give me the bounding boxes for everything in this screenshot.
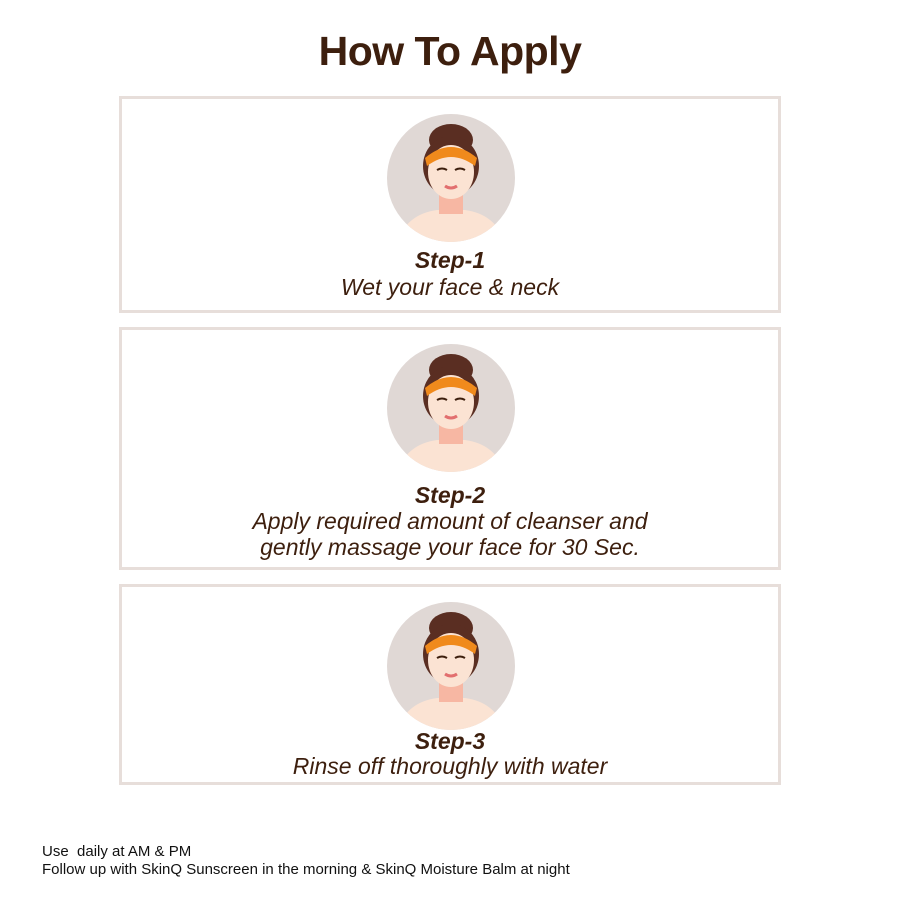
step-3-label: Step-3 <box>414 728 486 754</box>
face-rinse-illustration-icon <box>387 602 515 730</box>
usage-frequency: Use daily at AM & PM <box>42 843 192 860</box>
step-3-text: Rinse off thoroughly with water <box>292 753 608 779</box>
face-wetting-illustration-icon <box>387 114 515 242</box>
page-title: How To Apply <box>318 28 582 74</box>
step-2-text-line-1: Apply required amount of cleanser and <box>252 508 648 534</box>
step-2-label: Step-2 <box>414 482 486 508</box>
step-1-text: Wet your face & neck <box>340 274 560 300</box>
step-1-label: Step-1 <box>414 247 486 273</box>
usage-notes: Use daily at AM & PM Follow up with Skin… <box>42 843 570 879</box>
step-1-card: Step-1 Wet your face & neck <box>119 96 781 313</box>
step-3-card: Step-3 Rinse off thoroughly with water <box>119 584 781 785</box>
follow-up-advice: Follow up with SkinQ Sunscreen in the mo… <box>42 861 570 878</box>
face-massage-illustration-icon <box>387 344 515 472</box>
step-2-text-line-2: gently massage your face for 30 Sec. <box>260 534 640 560</box>
step-2-card: Step-2 Apply required amount of cleanser… <box>119 327 781 570</box>
